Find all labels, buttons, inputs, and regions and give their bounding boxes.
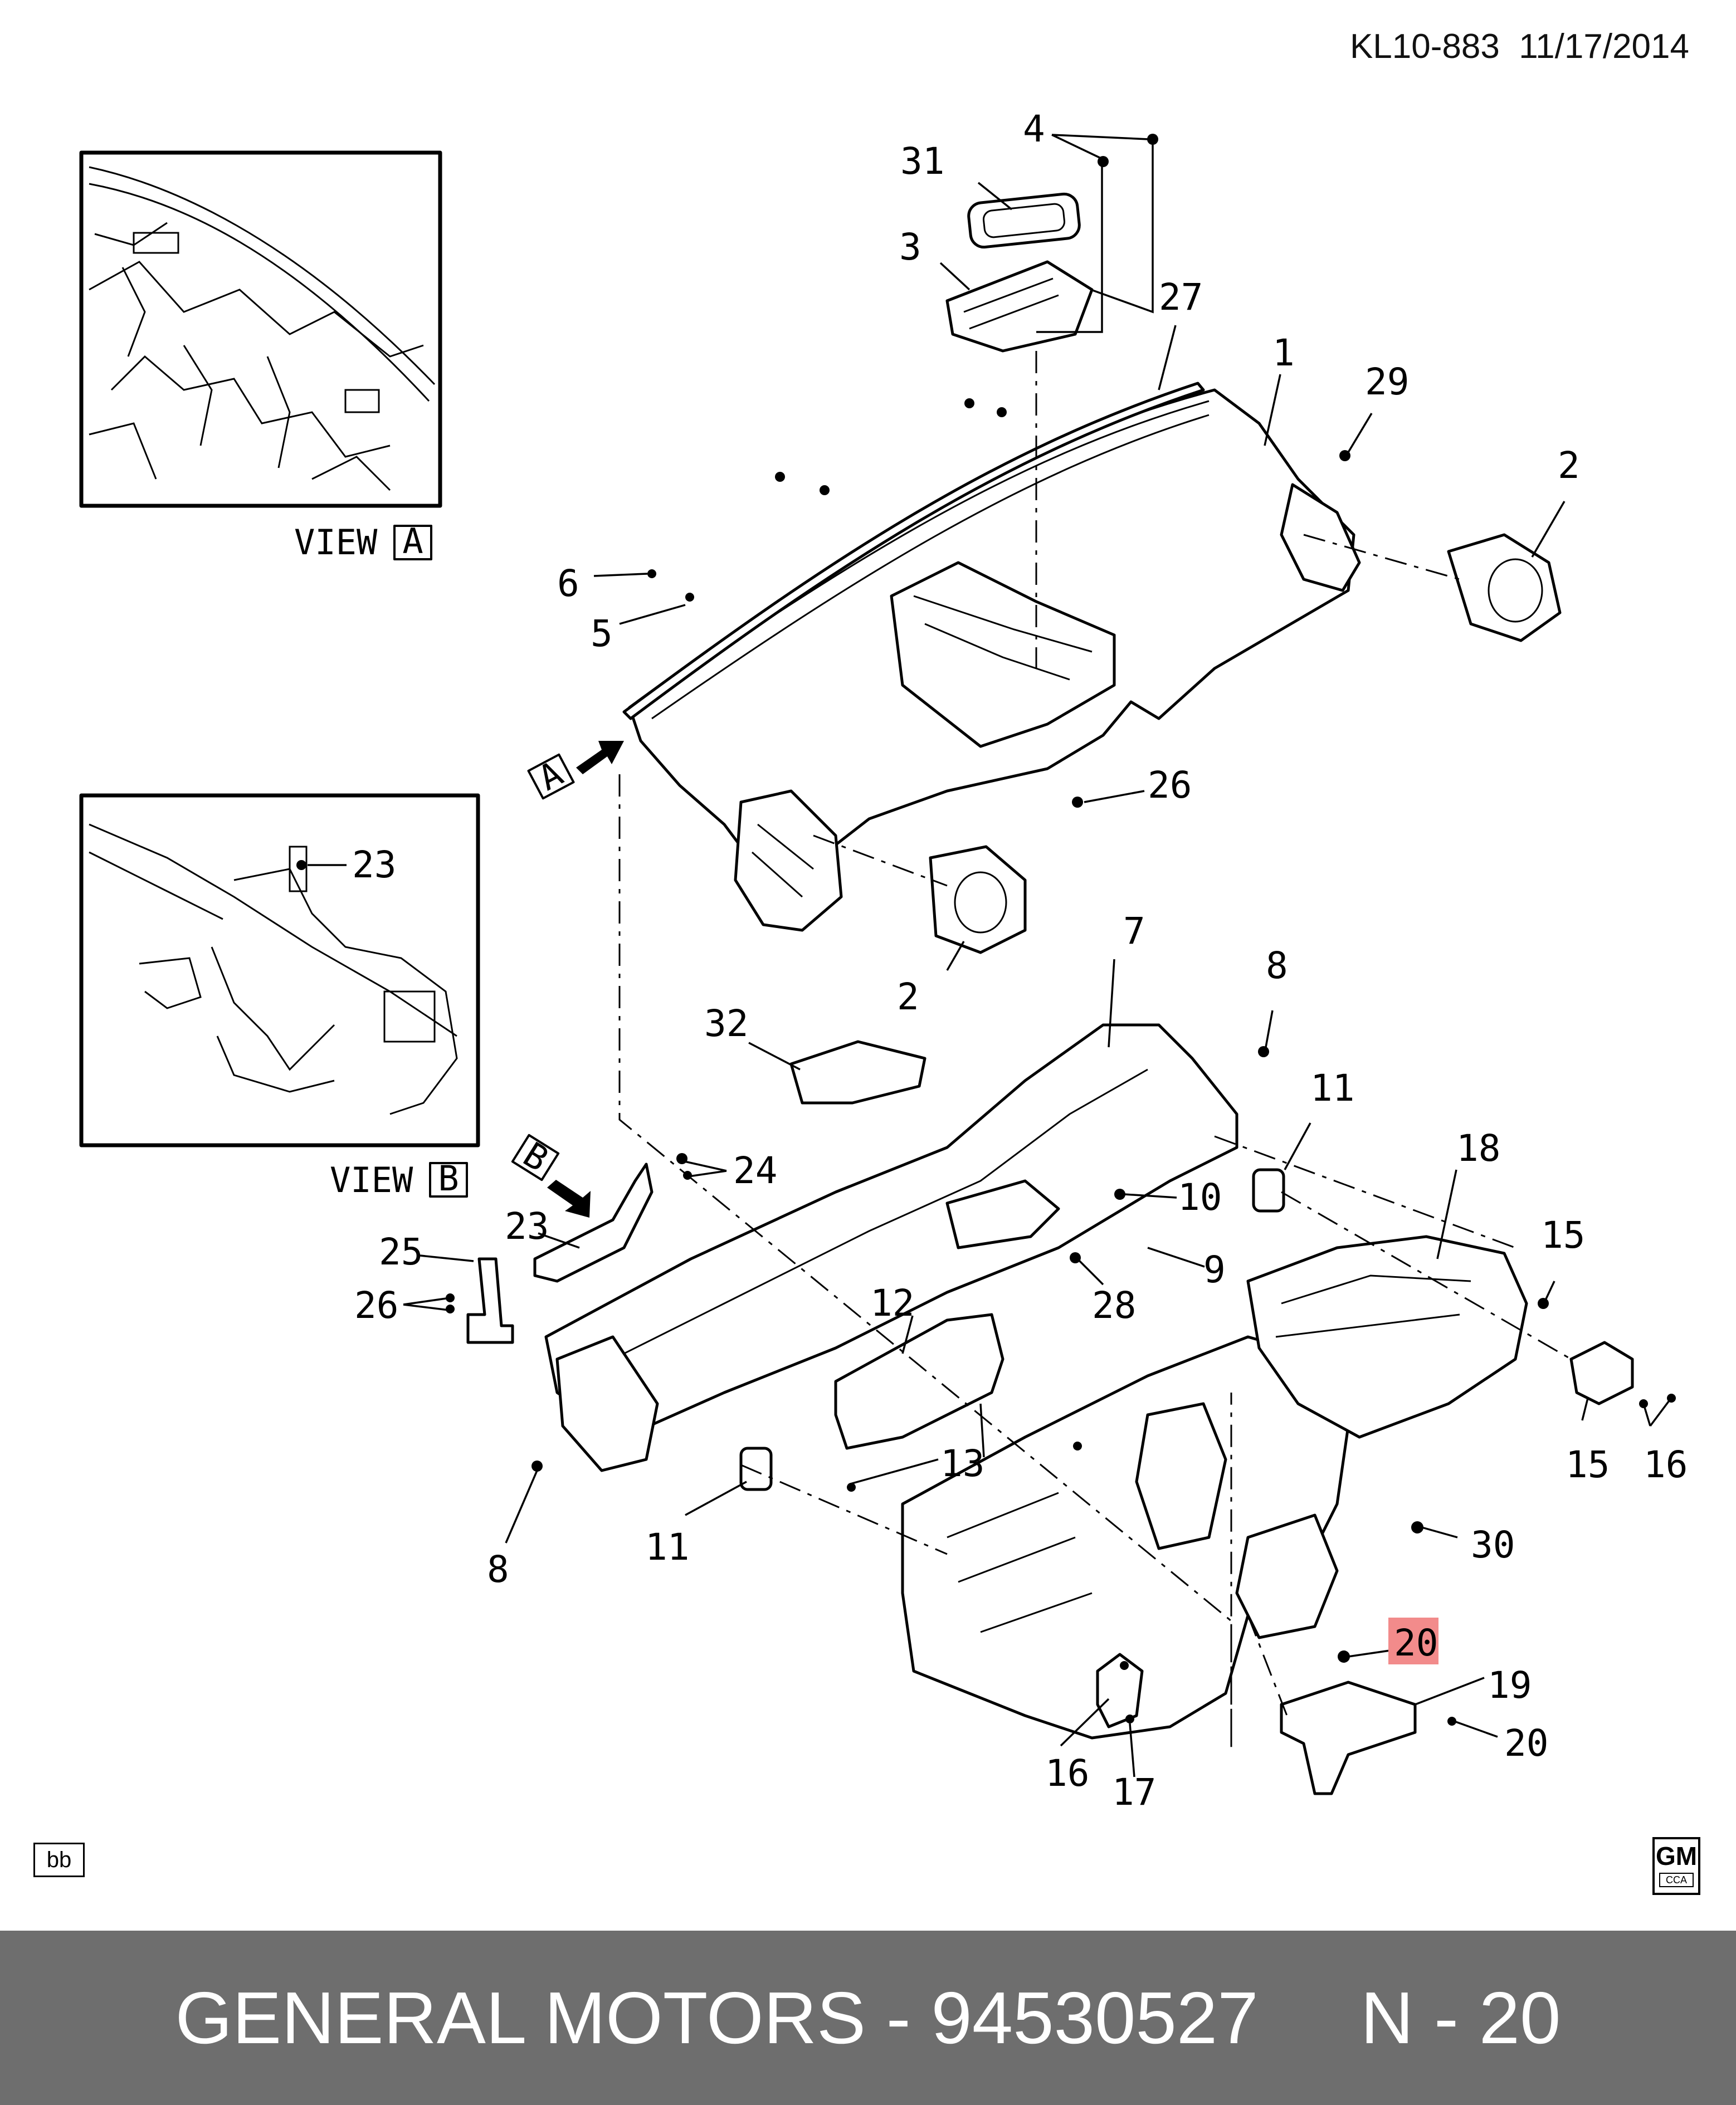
bracket-15-right	[1569, 1341, 1634, 1405]
callout-12: 12	[870, 1282, 914, 1325]
footer-gap	[1259, 1977, 1360, 2059]
callout-18: 19	[1488, 1664, 1532, 1707]
dash-line-7	[1214, 1135, 1516, 1249]
callouts: 4 31 3 27 1 29 2 6 5 26 2 7 32 8 11 24 1…	[354, 108, 1688, 1814]
callout-29: 23	[352, 843, 396, 886]
footer-banner: GENERAL MOTORS - 94530527 N - 20	[0, 1931, 1736, 2105]
gm-logo-main: GM	[1655, 1842, 1698, 1870]
callout-2-right: 2	[1558, 444, 1580, 487]
bracket-23	[466, 1257, 514, 1344]
callout-1: 1	[1272, 331, 1295, 374]
parts-diagram: VIEW A 23 VIEW B	[79, 108, 1688, 1814]
bracket-18	[1280, 1681, 1417, 1795]
callout-23: 25	[379, 1230, 423, 1273]
callout-13: 13	[940, 1442, 984, 1485]
view-b-letter: B	[438, 1158, 459, 1199]
dash-line-3	[1303, 534, 1460, 580]
diagram-date: 11/17/2014	[1519, 27, 1689, 66]
seal-11-lower	[739, 1447, 773, 1491]
footer-position: N - 20	[1360, 1977, 1561, 2059]
pointer-a: A	[527, 741, 624, 800]
callout-16-right: 16	[1644, 1443, 1688, 1486]
callout-11-lower: 11	[645, 1526, 689, 1569]
callout-26: 27	[1159, 276, 1203, 319]
view-b-inset: 23 VIEW B	[79, 793, 480, 1200]
view-a-word: VIEW	[294, 522, 378, 563]
defroster-grille	[945, 192, 1094, 353]
footer-part-number: 94530527	[931, 1977, 1259, 2059]
duct-12	[834, 1313, 1004, 1450]
leader-lines	[403, 134, 1671, 1777]
dash-line-4	[813, 834, 948, 887]
callout-11-upper: 11	[1310, 1067, 1354, 1110]
callout-28: 29	[1365, 360, 1409, 403]
brace-21	[533, 1163, 654, 1283]
callout-16-lower: 17	[1112, 1771, 1156, 1814]
side-vent-left	[929, 845, 1027, 954]
instrument-panel-upper	[628, 388, 1361, 932]
callout-7: 7	[1123, 910, 1145, 953]
view-b-word: VIEW	[330, 1160, 413, 1200]
callout-27: 28	[1092, 1284, 1136, 1327]
callout-8-upper: 8	[1266, 944, 1288, 987]
side-vent-right	[1447, 533, 1562, 642]
footer-brand: GENERAL MOTORS	[175, 1977, 866, 2059]
bracket-32	[789, 1040, 926, 1105]
callout-19: 20	[1504, 1722, 1548, 1765]
callout-6: 6	[557, 562, 579, 605]
dash-line-8	[1247, 1615, 1288, 1716]
highlight-20	[1388, 1618, 1438, 1664]
view-a-letter: A	[402, 521, 423, 561]
bracket-15-lower	[1096, 1653, 1144, 1728]
cross-car-beam	[544, 1023, 1528, 1740]
footer-sep: -	[866, 1977, 932, 2059]
callout-15-right: 15	[1566, 1443, 1610, 1486]
callout-3: 3	[899, 226, 921, 268]
view-b-label: VIEW	[330, 1160, 413, 1200]
callout-17: 18	[1456, 1127, 1500, 1170]
trim-strip	[622, 382, 1205, 720]
diagram-reference: KL10-883 11/17/2014	[1350, 27, 1689, 66]
callout-10: 10	[1178, 1176, 1222, 1219]
dash-line-1	[618, 774, 1232, 1749]
callout-25: 26	[1148, 764, 1192, 807]
diagram-code: KL10-883	[1349, 27, 1500, 66]
callout-20: 20	[1394, 1622, 1438, 1664]
callout-9: 9	[1203, 1248, 1226, 1291]
callout-14: 15	[1541, 1214, 1585, 1257]
gm-logo: GM CCA	[1652, 1837, 1700, 1895]
callout-22: 24	[733, 1149, 777, 1192]
view-a-inset: VIEW A	[79, 150, 442, 563]
seal-11-upper	[1252, 1168, 1285, 1213]
callout-21: 23	[505, 1205, 549, 1248]
callout-31: 31	[900, 140, 944, 183]
callout-2-left: 2	[897, 975, 919, 1018]
callout-8-lower: 8	[487, 1548, 509, 1591]
corner-tag: bb	[33, 1843, 85, 1877]
gm-logo-sub: CCA	[1659, 1873, 1694, 1887]
callout-15-lower: 16	[1045, 1752, 1089, 1795]
callout-32: 32	[704, 1002, 748, 1045]
dash-line-5	[740, 1464, 948, 1555]
view-a-label: VIEW	[294, 522, 378, 563]
callout-24: 26	[354, 1284, 398, 1327]
callout-5: 5	[591, 612, 613, 655]
dash-line-6	[1281, 1191, 1572, 1360]
callout-30: 30	[1471, 1523, 1515, 1566]
callout-4: 4	[1023, 108, 1045, 150]
